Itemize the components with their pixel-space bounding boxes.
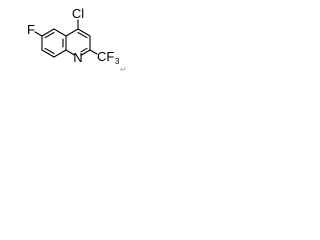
bond-c2-cf3 [89, 49, 98, 55]
cf3-subscript-label: 3 [115, 57, 120, 66]
bond-c4a-c5 [53, 28, 67, 37]
molecule-canvas: Cl F N CF 3 ↵ [0, 0, 142, 93]
bond-c4-c3 [77, 28, 91, 37]
benzene-ring [41, 28, 67, 58]
bond-c5-c6 [41, 28, 55, 37]
nitrogen-label: N [73, 50, 82, 65]
bond-c2-n1 [80, 49, 91, 56]
atom-labels: Cl F N CF 3 ↵ [27, 6, 127, 74]
double-bond-c2-n1 [80, 47, 88, 53]
quinoline-structure: Cl F N CF 3 ↵ [27, 6, 127, 74]
bond-c7-c8 [41, 49, 55, 58]
substituent-bonds [34, 19, 98, 55]
bond-c8-c8a [53, 49, 67, 58]
double-bond-c5-c6 [44, 31, 55, 39]
fluorine-label: F [27, 22, 35, 37]
double-bond-c3-c4 [77, 31, 88, 39]
double-bond-c7-c8 [44, 47, 55, 55]
paragraph-return-mark: ↵ [120, 65, 127, 74]
chlorine-label: Cl [72, 6, 84, 21]
cf3-carbon-label: CF [97, 49, 114, 64]
bond-c6-f [34, 31, 43, 37]
bond-n1-c8a [65, 49, 76, 56]
bond-c4a-c4 [65, 28, 79, 37]
pyridine-ring [65, 28, 91, 56]
